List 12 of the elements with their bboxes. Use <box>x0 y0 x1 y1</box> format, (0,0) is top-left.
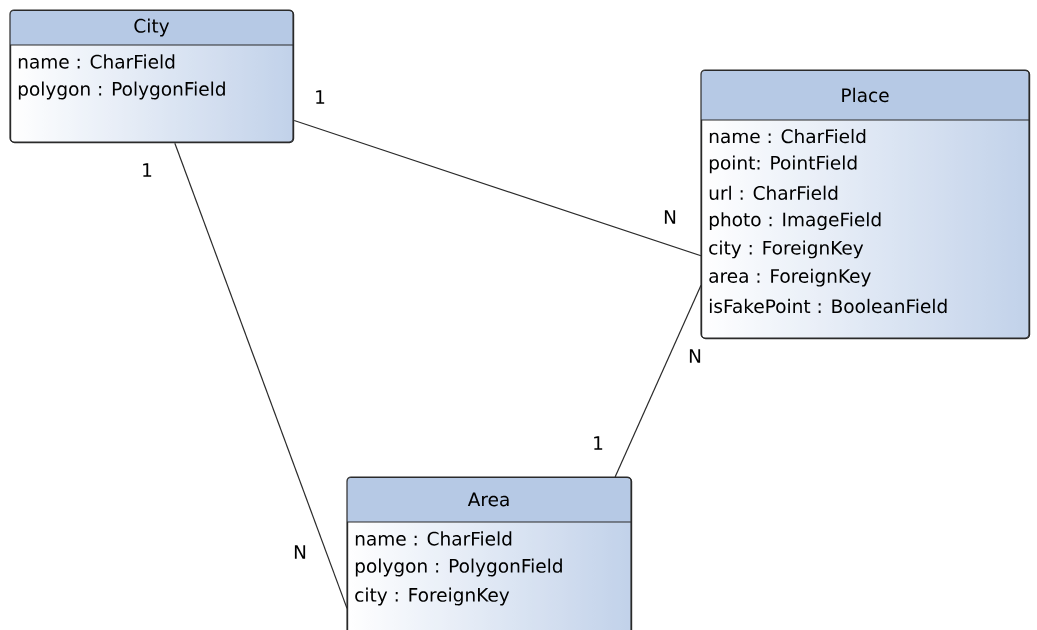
multiplicity-label: 1 <box>143 163 152 177</box>
class-box: City name : CharField polygon : PolygonField <box>9 9 295 144</box>
connector-line <box>614 284 702 478</box>
multiplicity-label: 1 <box>594 436 603 450</box>
multiplicity-label: N <box>664 210 676 224</box>
class-box: Place name : CharField point: PointField url : CharField photo : ImageField city : ForeignKey area : ForeignKey isFakePoint : BooleanField <box>700 69 1031 340</box>
connector-line <box>174 142 348 609</box>
class-box: Area name : CharField polygon : PolygonField city : ForeignKey <box>346 476 633 630</box>
multiplicity-label: 1 <box>316 90 325 104</box>
multiplicity-label: N <box>294 545 306 559</box>
multiplicity-label: N <box>689 349 701 363</box>
connector-line <box>293 119 702 257</box>
